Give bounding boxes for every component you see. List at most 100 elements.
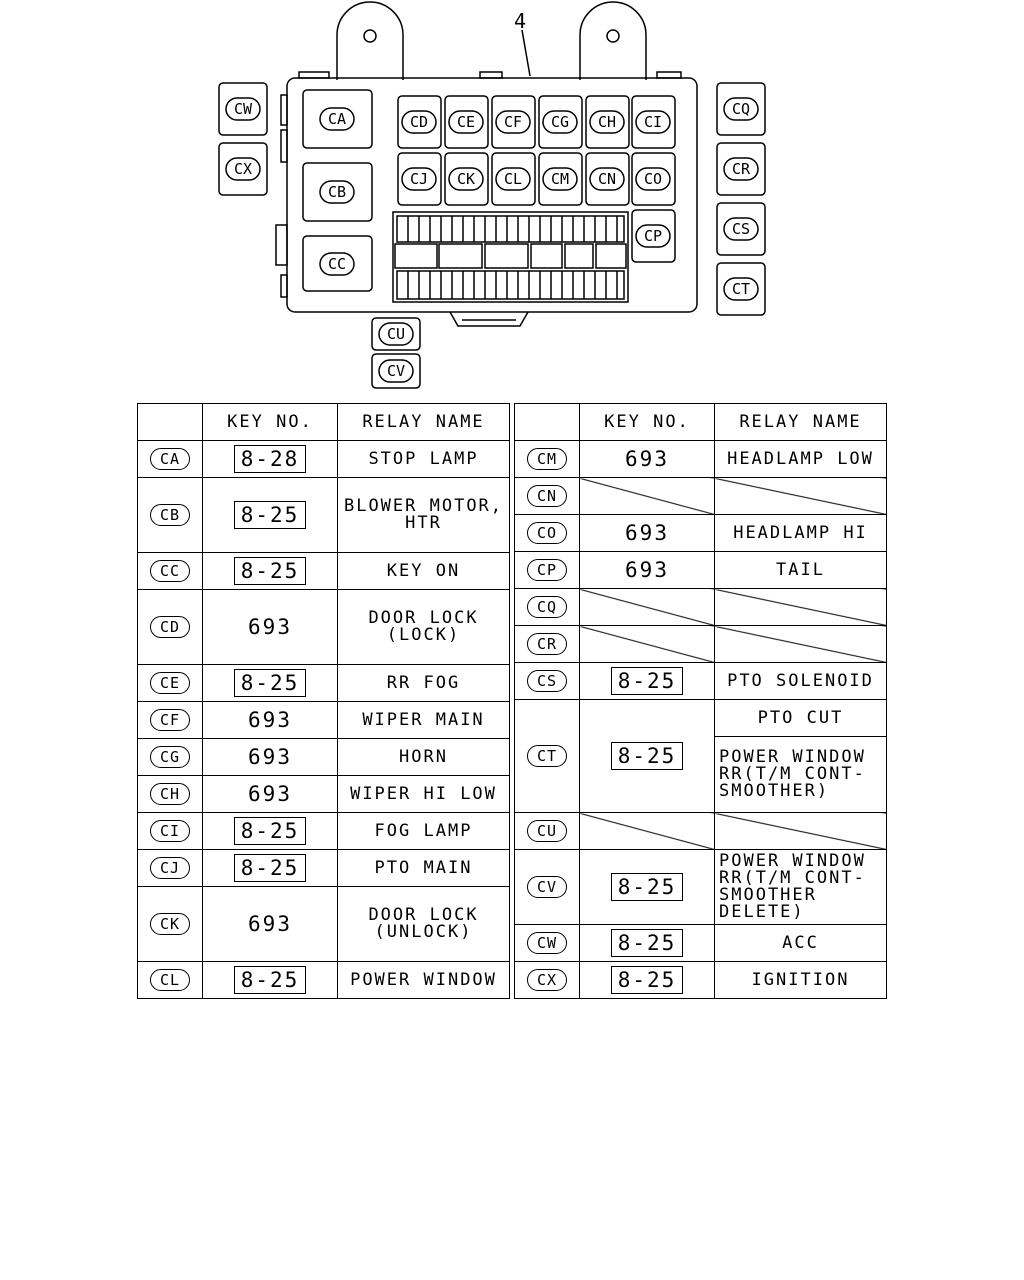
table-row: CT 8-25 PTO CUT (514, 698, 887, 813)
relay-code: CH (150, 783, 190, 805)
relay-code-oval (542, 167, 578, 191)
key-number: 8-25 (233, 501, 307, 529)
table-row: CE 8-25 RR FOG (137, 664, 510, 702)
relay-code-label-cc: CC (328, 255, 346, 273)
relay-code-label-cb: CB (328, 183, 346, 201)
relay-name-cell: ACC (714, 924, 887, 962)
relay-name: ACC (782, 932, 819, 953)
relay-code-label-ce: CE (457, 113, 475, 131)
relay-code-oval (542, 110, 578, 134)
relay-name-cell: DOOR LOCK (UNLOCK) (337, 886, 510, 962)
key-number: 8-28 (233, 445, 307, 473)
code-cell: CK (137, 886, 203, 962)
relay-code: CA (150, 448, 190, 470)
code-cell: CJ (137, 849, 203, 887)
relay-code-label-cr: CR (732, 160, 751, 178)
key-cell (579, 812, 715, 850)
key-cell: 8-25 (202, 477, 338, 553)
code-cell: CE (137, 664, 203, 702)
key-number: 8-25 (610, 966, 684, 994)
relay-code-oval (378, 322, 414, 346)
relay-code-oval (635, 224, 671, 248)
relay-code: CP (527, 559, 567, 581)
relay-code-oval (319, 252, 355, 276)
relay-code: CI (150, 820, 190, 842)
relay-code: CT (527, 745, 567, 767)
relay-code-oval (723, 217, 759, 241)
relay-code: CE (150, 672, 190, 694)
relay-code: CD (150, 616, 190, 638)
relay-code-oval (448, 167, 484, 191)
header-relay-name: RELAY NAME (714, 403, 887, 441)
code-cell: CV (514, 849, 580, 925)
relay-name-cell: FOG LAMP (337, 812, 510, 850)
key-number: 693 (625, 447, 669, 471)
key-cell: 8-25 (202, 812, 338, 850)
relay-name-cell (714, 477, 887, 515)
key-cell: 693 (202, 589, 338, 665)
relay-name-cell: POWER WINDOW (337, 961, 510, 999)
key-number: 8-25 (233, 669, 307, 697)
relay-code-label-cg: CG (551, 113, 569, 131)
relay-name: RR FOG (386, 672, 461, 693)
key-number: 8-25 (610, 742, 684, 770)
code-cell: CQ (514, 588, 580, 626)
code-cell: CS (514, 662, 580, 700)
table-header-row: KEY NO. RELAY NAME (137, 403, 510, 441)
relay-name: TAIL (776, 559, 825, 580)
relay-code-oval (401, 110, 437, 134)
relay-name: PTO CUT (757, 707, 844, 728)
code-cell: CB (137, 477, 203, 553)
relay-code: CW (527, 932, 567, 954)
code-cell: CO (514, 514, 580, 552)
header-relay-name: RELAY NAME (337, 403, 510, 441)
code-cell: CG (137, 738, 203, 776)
code-cell: CW (514, 924, 580, 962)
key-cell (579, 625, 715, 663)
relay-name-cell (714, 625, 887, 663)
key-cell: 8-25 (579, 849, 715, 925)
relay-code-label-ct: CT (732, 280, 750, 298)
relay-code-oval (635, 167, 671, 191)
relay-name-cell: PTO CUT (714, 698, 887, 738)
relay-code-label-ci: CI (644, 113, 662, 131)
header-code (514, 403, 580, 441)
relay-code: CC (150, 560, 190, 582)
relay-code-label-cx: CX (234, 160, 252, 178)
relay-name-cell: POWER WINDOW RR(T/M CONT- SMOOTHER DELET… (714, 849, 887, 925)
relay-code-oval (723, 157, 759, 181)
relay-code-oval (635, 110, 671, 134)
header-key-no: KEY NO. (202, 403, 338, 441)
key-cell: 8-25 (579, 924, 715, 962)
key-number: 693 (248, 912, 292, 936)
relay-code-oval (401, 167, 437, 191)
key-number: 693 (248, 745, 292, 769)
relay-code-label-cv: CV (387, 362, 405, 380)
code-cell: CC (137, 552, 203, 590)
table-row: CN (514, 477, 887, 515)
key-number: 8-25 (610, 929, 684, 957)
key-number: 8-25 (233, 966, 307, 994)
key-cell: 693 (202, 775, 338, 813)
code-cell: CD (137, 589, 203, 665)
key-cell: 693 (579, 514, 715, 552)
relay-code: CM (527, 448, 567, 470)
relay-name-cell: IGNITION (714, 961, 887, 999)
relay-name: DOOR LOCK (LOCK) (368, 608, 479, 645)
table-row: CU (514, 812, 887, 850)
key-number: 8-25 (233, 854, 307, 882)
key-number: 8-25 (610, 667, 684, 695)
relay-code-oval (319, 107, 355, 131)
code-cell: CP (514, 551, 580, 589)
relay-code-label-cm: CM (551, 170, 569, 188)
code-cell: CT (514, 699, 580, 813)
key-number: 693 (248, 708, 292, 732)
